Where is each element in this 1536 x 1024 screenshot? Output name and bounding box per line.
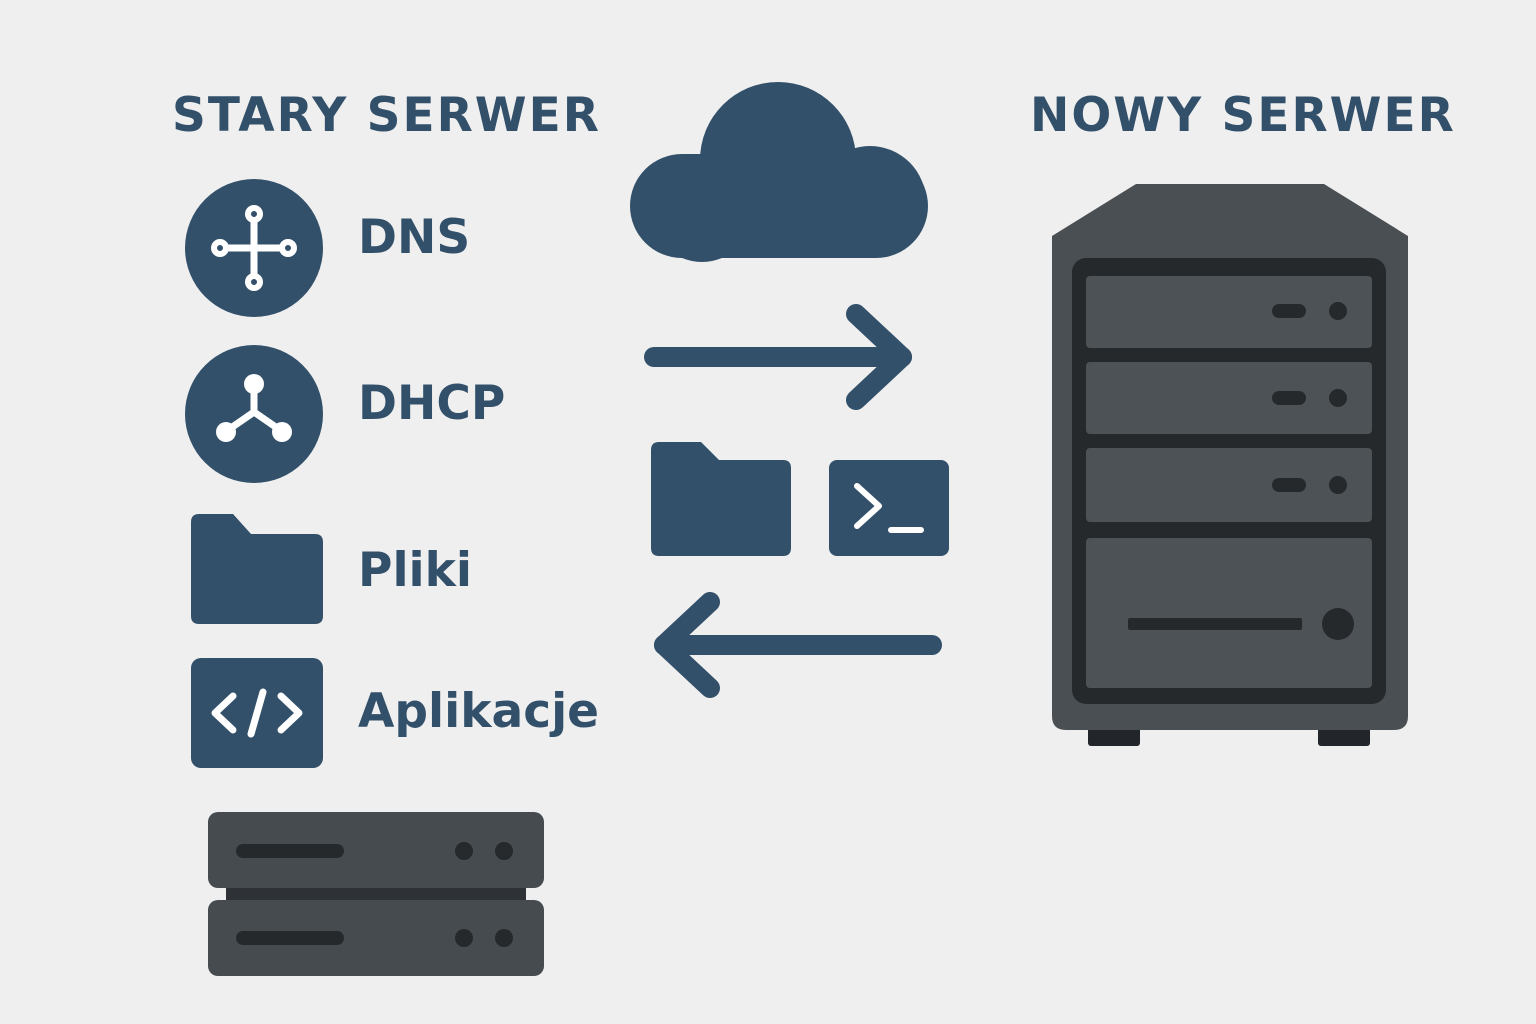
dns-icon — [184, 178, 324, 318]
new-server-title: NOWY SERWER — [1030, 88, 1456, 143]
service-label-dns: DNS — [358, 210, 471, 265]
cloud-icon — [630, 82, 928, 262]
arrow-left-icon — [652, 592, 944, 700]
dhcp-icon — [184, 344, 324, 484]
code-icon — [191, 658, 323, 768]
old-server-title: STARY SERWER — [172, 88, 601, 143]
folder-icon — [191, 514, 323, 624]
service-label-dhcp: DHCP — [358, 376, 506, 431]
rack-server-icon — [208, 812, 544, 976]
service-label-apps: Aplikacje — [358, 684, 600, 739]
service-label-files: Pliki — [358, 543, 473, 598]
tower-server-icon — [1050, 184, 1410, 748]
transfer-folder-icon — [651, 442, 791, 556]
terminal-icon — [829, 460, 949, 556]
arrow-right-icon — [644, 304, 916, 412]
